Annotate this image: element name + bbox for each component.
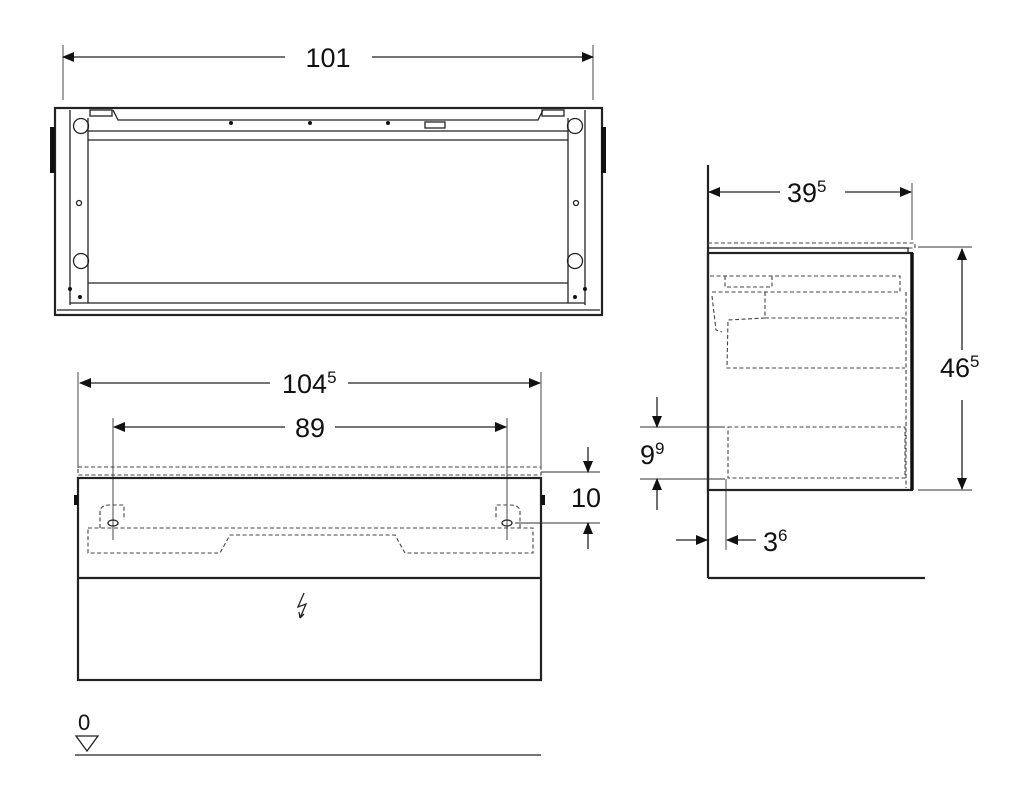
dimension-top-width: 101	[305, 43, 350, 73]
dimension-wall-gap: 36	[763, 526, 788, 557]
dimension-mount-height: 10	[571, 483, 601, 513]
front-view: 1045 89 10 0	[74, 368, 601, 756]
top-view: 101	[50, 43, 606, 317]
dimension-mount-spacing: 89	[295, 413, 325, 443]
dimension-depth: 395	[787, 177, 827, 208]
dimension-front-width: 1045	[282, 368, 337, 399]
electric-symbol-icon	[296, 592, 308, 619]
floor-level-label: 0	[78, 710, 90, 735]
dimension-height: 465	[940, 352, 980, 383]
side-view: 395 465 99 36	[640, 165, 980, 580]
dimension-drawer-offset: 99	[640, 439, 665, 470]
